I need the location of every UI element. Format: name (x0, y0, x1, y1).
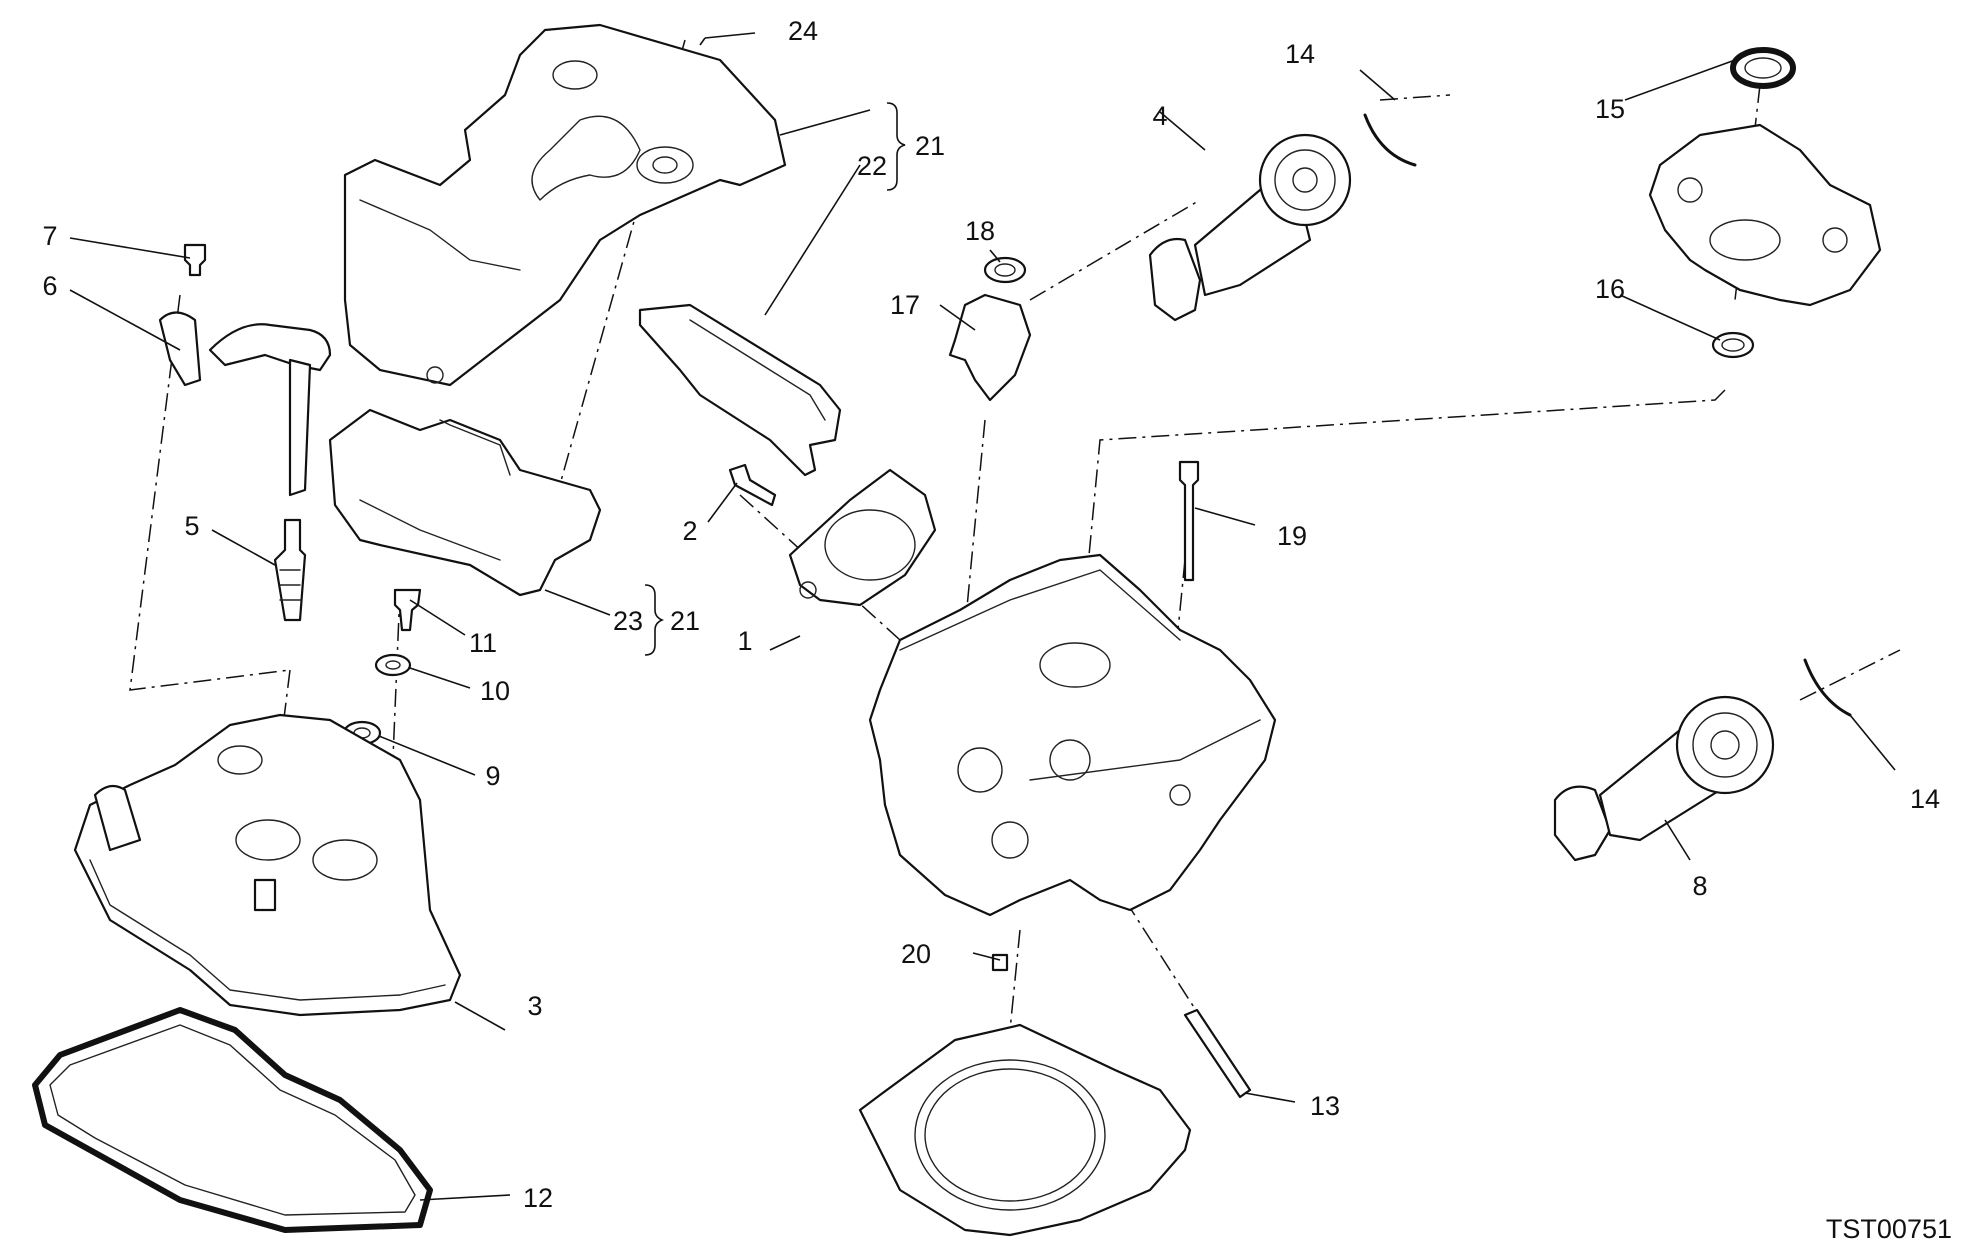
callout-1: 1 (737, 626, 752, 656)
upper-cover-part-22 (343, 23, 787, 387)
tensioner-part-17 (948, 293, 1032, 402)
callout-21-top: 21 (915, 131, 945, 161)
oring-part-16 (1711, 331, 1755, 359)
callout-5: 5 (184, 511, 199, 541)
screw-part-7 (183, 243, 207, 277)
spark-plug-part-5 (208, 323, 332, 622)
camshaft-part-8 (1553, 695, 1775, 862)
callout-8: 8 (1692, 871, 1707, 901)
stud-part-13 (1183, 1008, 1252, 1099)
callout-11: 11 (469, 628, 497, 658)
callout-12: 12 (523, 1183, 553, 1213)
callout-16: 16 (1595, 274, 1625, 304)
callout-21-bottom: 21 (670, 606, 700, 636)
screw-part-2 (728, 463, 777, 507)
lower-cover-part-23 (328, 408, 602, 597)
callout-20: 20 (901, 939, 931, 969)
callout-10: 10 (480, 676, 510, 706)
callout-15: 15 (1595, 94, 1625, 124)
callout-19: 19 (1277, 521, 1307, 551)
gasket-part-12 (32, 1007, 433, 1233)
callout-6: 6 (42, 271, 57, 301)
callout-2: 2 (682, 516, 697, 546)
camshaft-part-4 (1148, 133, 1352, 322)
oring-part-18 (983, 256, 1027, 284)
callout-13: 13 (1310, 1091, 1340, 1121)
callout-4: 4 (1152, 101, 1167, 131)
protection-plate-part-22 (638, 303, 842, 477)
rocker-support (1648, 123, 1882, 307)
callout-23: 23 (613, 606, 643, 636)
callout-14-bottom: 14 (1910, 784, 1940, 814)
head-gasket (858, 1023, 1192, 1237)
callout-24: 24 (788, 16, 818, 46)
cylinder-head (868, 553, 1277, 917)
valve-cover-part-3 (73, 713, 462, 1017)
drawing-number: TST00751 (1826, 1214, 1952, 1244)
seal-part-15 (1730, 47, 1796, 89)
washer-part-10 (374, 653, 412, 677)
callout-labels: 1 2 3 4 5 6 7 8 9 10 11 12 13 14 14 15 1… (42, 16, 1940, 1213)
callout-7: 7 (42, 221, 57, 251)
leader-lines (69, 32, 1896, 1201)
callout-17: 17 (890, 290, 920, 320)
callout-22: 22 (857, 151, 887, 181)
clip-part-14-bottom (1803, 658, 1852, 717)
callout-14-top: 14 (1285, 39, 1315, 69)
plug-part-20 (991, 953, 1009, 972)
clip-part-14-top (1363, 113, 1417, 167)
callout-9: 9 (485, 761, 500, 791)
intake-flange-part-1 (788, 468, 937, 607)
bracket-part-6 (158, 311, 202, 387)
callout-18: 18 (965, 216, 995, 246)
bolt-part-19 (1178, 460, 1200, 582)
screw-part-11 (393, 588, 422, 632)
callout-3: 3 (527, 991, 542, 1021)
